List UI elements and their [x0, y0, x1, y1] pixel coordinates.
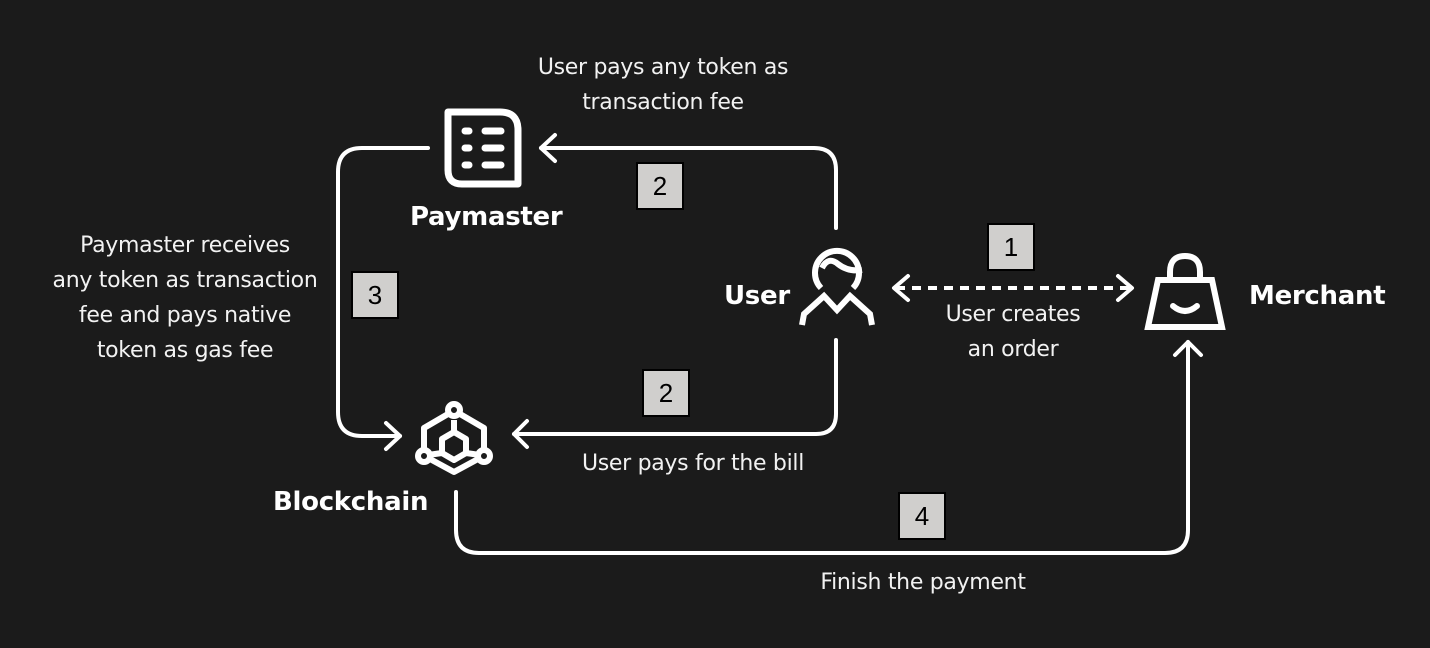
document-list-icon — [444, 108, 522, 188]
step-2-bottom-caption: User pays for the bill — [543, 446, 843, 481]
step-2-top-caption: User pays any token as transaction fee — [513, 50, 813, 120]
arrowhead-blockchain-left — [384, 421, 402, 451]
caption-line: Paymaster receives — [80, 233, 290, 258]
step-badge-2-bottom: 2 — [642, 369, 690, 417]
connector-user-to-paymaster — [539, 146, 838, 230]
caption-line: User pays any token as — [537, 55, 789, 80]
caption-line: Finish the payment — [820, 570, 1026, 595]
arrowhead-merchant — [1173, 340, 1203, 357]
caption-line: fee and pays native — [78, 303, 292, 328]
step-badge-2-top: 2 — [636, 162, 684, 210]
caption-line: token as gas fee — [96, 338, 274, 363]
shopping-bag-icon — [1144, 252, 1226, 330]
merchant-label: Merchant — [1249, 281, 1386, 311]
step-1-caption: User creates an order — [893, 297, 1133, 367]
arrowhead-paymaster — [539, 133, 557, 163]
blockchain-label: Blockchain — [273, 487, 429, 517]
caption-line: transaction fee — [582, 90, 744, 115]
arrowhead-blockchain-right — [512, 419, 529, 449]
caption-line: User pays for the bill — [581, 451, 805, 476]
arrowhead-merchant-side — [1116, 274, 1134, 302]
step-4-caption: Finish the payment — [773, 565, 1073, 600]
blockchain-cube-icon — [415, 401, 493, 475]
step-3-caption: Paymaster receives any token as transact… — [35, 228, 335, 368]
arrowhead-user-side — [892, 274, 910, 302]
paymaster-label: Paymaster — [410, 202, 563, 232]
step-badge-4: 4 — [898, 492, 946, 540]
caption-line: User creates — [945, 302, 1081, 327]
caption-line: any token as transaction — [52, 268, 318, 293]
step-badge-3: 3 — [351, 271, 399, 319]
step-badge-1: 1 — [987, 223, 1035, 271]
connector-blockchain-to-merchant — [454, 340, 1190, 555]
user-icon — [799, 247, 875, 326]
connector-paymaster-to-blockchain — [336, 146, 430, 438]
caption-line: an order — [967, 337, 1059, 362]
user-label: User — [724, 281, 790, 311]
connector-user-to-blockchain — [512, 338, 838, 436]
